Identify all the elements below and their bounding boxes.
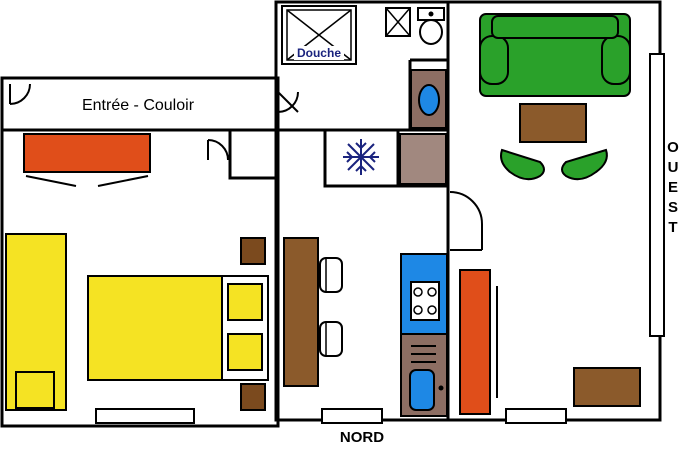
washing-machine xyxy=(399,133,447,185)
nightstand-bottom xyxy=(240,383,266,411)
sofa xyxy=(479,13,631,97)
bedroom-door xyxy=(207,139,229,161)
bedroom-rug xyxy=(23,133,151,187)
utility-block xyxy=(323,128,450,188)
sink-basin xyxy=(418,84,440,116)
living-rug xyxy=(459,269,491,415)
living-door xyxy=(449,191,483,251)
pillow-top xyxy=(227,283,263,321)
washbasin-small xyxy=(385,7,411,37)
armchair-right xyxy=(561,148,608,181)
nightstand-top xyxy=(240,237,266,265)
svg-text:E: E xyxy=(668,179,678,196)
entry-door xyxy=(9,83,31,105)
left-wing-outline xyxy=(0,76,280,428)
kitchen-sink-counter xyxy=(400,333,448,417)
svg-text:T: T xyxy=(668,219,677,236)
armchair-left xyxy=(500,148,545,181)
svg-text:O: O xyxy=(667,139,679,156)
chair-top xyxy=(319,257,343,293)
svg-text:U: U xyxy=(668,159,679,176)
chair-bottom xyxy=(319,321,343,357)
tv-stand xyxy=(573,367,641,407)
living-window xyxy=(505,408,567,424)
coffee-table xyxy=(519,103,587,143)
kitchen-sink xyxy=(409,369,435,411)
bath-sink xyxy=(410,69,447,129)
stove xyxy=(400,253,448,335)
doors xyxy=(9,83,483,251)
snowflake-icon xyxy=(343,139,379,175)
dining-table xyxy=(283,237,319,387)
single-bed-pillow xyxy=(15,371,55,409)
bedroom-window xyxy=(95,408,195,424)
toilet-icon xyxy=(417,7,445,45)
bedroom-step-wall xyxy=(228,130,276,180)
svg-text:S: S xyxy=(668,199,678,216)
entry-label: Entrée - Couloir xyxy=(82,97,195,114)
west-label: O U E S T xyxy=(667,139,679,236)
shower: Douche xyxy=(281,5,357,65)
shower-label: Douche xyxy=(297,46,341,60)
fridge xyxy=(343,139,379,175)
pillow-bottom xyxy=(227,333,263,371)
kitchen-window xyxy=(321,408,383,424)
west-window xyxy=(649,53,665,337)
double-bed xyxy=(87,275,223,381)
north-label: NORD xyxy=(340,429,384,446)
bathroom-door xyxy=(277,91,299,113)
